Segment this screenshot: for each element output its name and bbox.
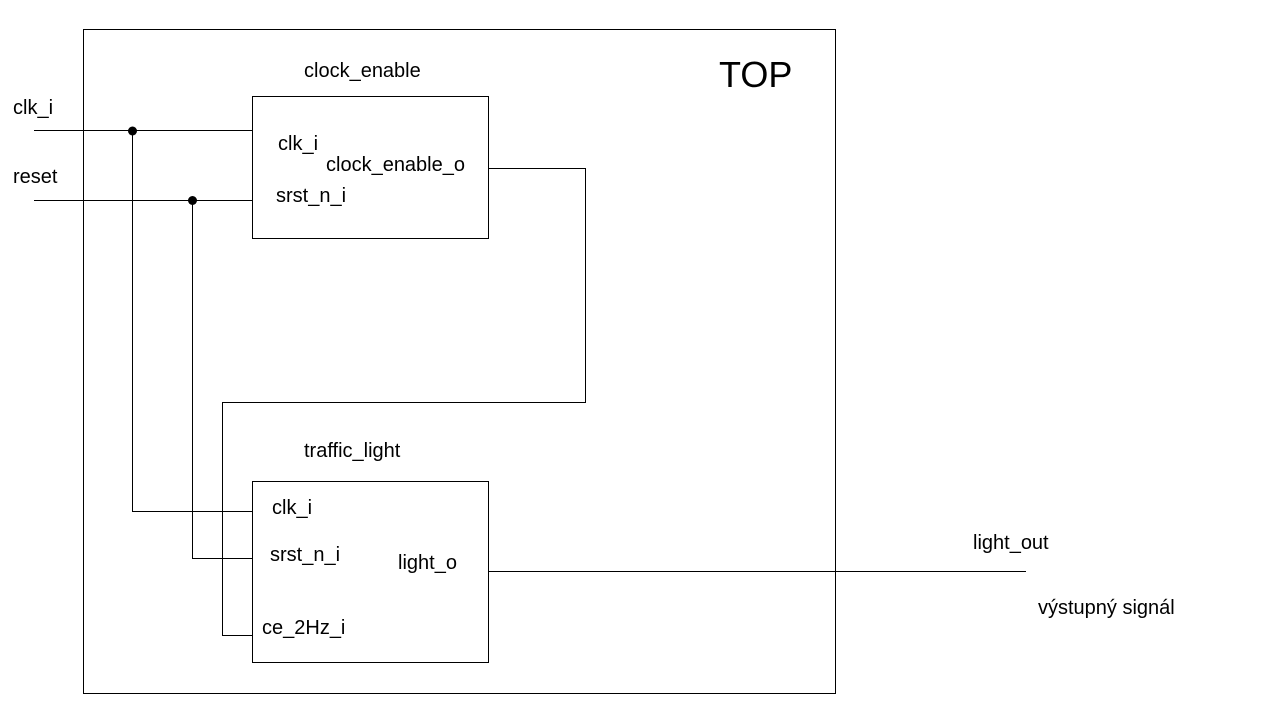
- output-signal-note: výstupný signál: [1038, 597, 1175, 619]
- external-reset-label: reset: [13, 166, 58, 188]
- junction-clk: [128, 126, 137, 136]
- clock-enable-port-srst-n-i: srst_n_i: [276, 185, 346, 207]
- top-block: [83, 29, 836, 694]
- top-block-label: TOP: [719, 54, 792, 95]
- traffic-light-title: traffic_light: [304, 440, 401, 462]
- wire-clk-to-traffic-light: [132, 131, 252, 512]
- junction-reset: [188, 196, 197, 205]
- traffic-light-port-light-o: light_o: [398, 552, 457, 574]
- wire-reset-to-traffic-light: [192, 200, 252, 559]
- clock-enable-block: [252, 96, 489, 239]
- external-clk-i-label: clk_i: [13, 97, 53, 119]
- clock-enable-port-clk-i: clk_i: [278, 133, 318, 155]
- clock-enable-port-clock-enable-o: clock_enable_o: [326, 154, 465, 176]
- clock-enable-title: clock_enable: [304, 60, 421, 82]
- traffic-light-port-clk-i: clk_i: [272, 497, 312, 519]
- traffic-light-port-ce-2hz-i: ce_2Hz_i: [262, 617, 345, 639]
- light-out-label: light_out: [973, 532, 1049, 554]
- traffic-light-port-srst-n-i: srst_n_i: [270, 544, 340, 566]
- wire-clock-enable-to-ce: [222, 168, 586, 636]
